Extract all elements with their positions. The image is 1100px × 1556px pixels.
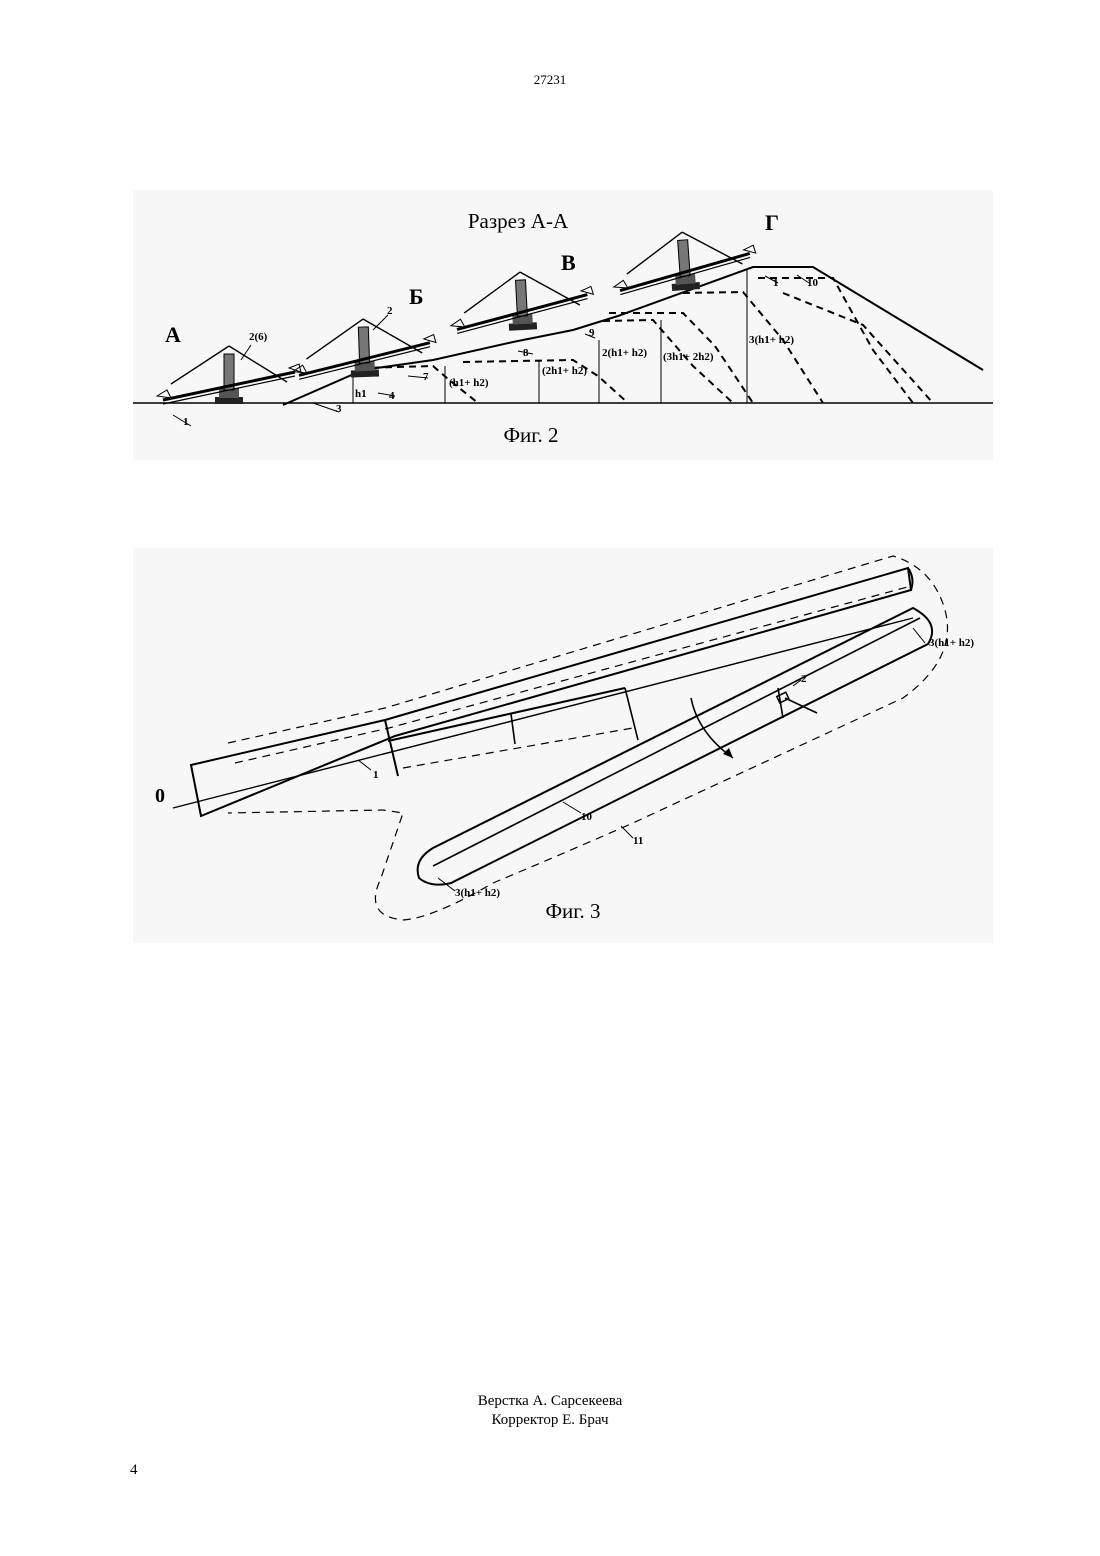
fig3-callout-2: 2 bbox=[801, 673, 807, 685]
axis-0-label: 0 bbox=[155, 785, 165, 807]
page-number: 4 bbox=[130, 1462, 138, 1479]
position-letter-b: Б bbox=[409, 284, 424, 309]
label-h1-h2: (h1+ h2) bbox=[449, 377, 489, 389]
fig3-callout-10: 10 bbox=[581, 811, 593, 823]
section-title: Разрез А-А bbox=[468, 209, 569, 233]
figure-2-drawing: Разрез А-А Фиг. 2 А Б В Г 1 1 2(6) 2 3 4… bbox=[133, 190, 993, 460]
layout-credit: Верстка А. Сарсекеева bbox=[0, 1392, 1100, 1411]
position-letter-a: А bbox=[165, 322, 181, 347]
figure-3-drawing: 0 Фиг. 3 1 2 10 11 3(h1+ h2) 3(h1+ h2) bbox=[133, 548, 993, 943]
callout-7: 7 bbox=[423, 371, 429, 383]
callout-2-6: 2(6) bbox=[249, 331, 268, 343]
figure-3: 0 Фиг. 3 1 2 10 11 3(h1+ h2) 3(h1+ h2) bbox=[133, 548, 993, 943]
figure-2: Разрез А-А Фиг. 2 А Б В Г 1 1 2(6) 2 3 4… bbox=[133, 190, 993, 460]
fig3-callout-1: 1 bbox=[373, 769, 379, 781]
callout-2: 2 bbox=[387, 305, 393, 317]
label-2h1-h2: (2h1+ h2) bbox=[542, 365, 587, 377]
callout-8: 8 bbox=[523, 347, 529, 359]
label-3-h1-h2: 3(h1+ h2) bbox=[749, 334, 794, 346]
label-3h1-2h2: (3h1+ 2h2) bbox=[663, 351, 714, 363]
fig3-callout-11: 11 bbox=[633, 835, 643, 847]
callout-10: 10 bbox=[807, 277, 819, 289]
patent-number: 27231 bbox=[0, 72, 1100, 88]
callout-3: 3 bbox=[336, 403, 342, 415]
fig3-label-bottom: 3(h1+ h2) bbox=[455, 887, 500, 899]
callout-4: 4 bbox=[389, 390, 395, 402]
figure-2-caption: Фиг. 2 bbox=[503, 423, 558, 447]
position-letter-g: Г bbox=[765, 210, 779, 235]
callout-9: 9 bbox=[589, 327, 595, 339]
label-2-h1-h2: 2(h1+ h2) bbox=[602, 347, 647, 359]
callout-1b: 1 bbox=[773, 277, 779, 289]
label-h1: h1 bbox=[355, 388, 367, 400]
figure-3-caption: Фиг. 3 bbox=[545, 899, 600, 923]
fig3-label-top: 3(h1+ h2) bbox=[929, 637, 974, 649]
proof-credit: Корректор Е. Брач bbox=[0, 1411, 1100, 1430]
callout-1a: 1 bbox=[183, 416, 189, 428]
position-letter-v: В bbox=[561, 250, 576, 275]
